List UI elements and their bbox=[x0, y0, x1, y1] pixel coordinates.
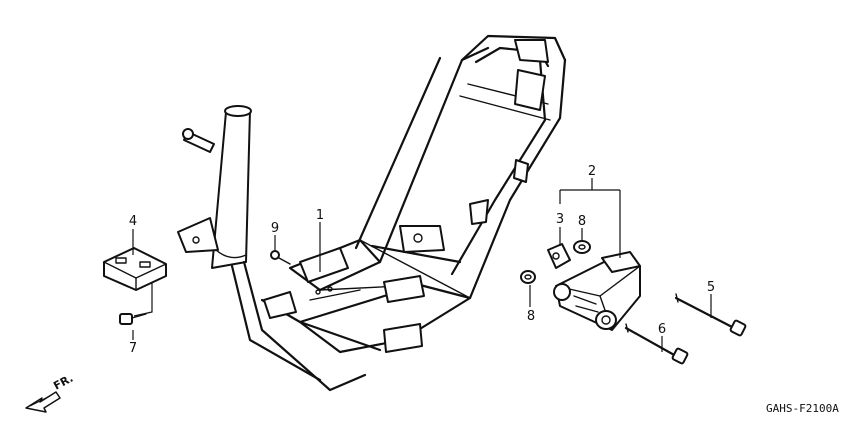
diagram-code: GAHS-F2100A bbox=[766, 402, 839, 415]
front-direction-label: FR. bbox=[51, 372, 75, 393]
nut-part-8-lower bbox=[520, 270, 536, 284]
clip-part-3 bbox=[547, 243, 571, 269]
bracket-plate-part-4 bbox=[103, 247, 167, 291]
bolt-part-7 bbox=[119, 313, 147, 325]
leader-lines bbox=[132, 178, 712, 352]
callout-2: 2 bbox=[588, 164, 596, 179]
callout-8-lower: 8 bbox=[527, 309, 535, 324]
screw-part-9 bbox=[270, 250, 291, 265]
long-bolt-part-6 bbox=[624, 323, 689, 365]
callout-9: 9 bbox=[271, 221, 279, 236]
callout-8-upper: 8 bbox=[578, 214, 586, 229]
callout-3: 3 bbox=[556, 212, 564, 227]
long-bolt-part-5 bbox=[674, 293, 747, 337]
nut-part-8-upper bbox=[573, 240, 591, 254]
callout-6: 6 bbox=[658, 322, 666, 337]
callout-5: 5 bbox=[707, 280, 715, 295]
frame-body bbox=[177, 34, 567, 392]
callout-4: 4 bbox=[129, 214, 137, 229]
callout-1: 1 bbox=[316, 208, 324, 223]
hanger-bracket-part-2 bbox=[553, 251, 641, 331]
callout-7: 7 bbox=[129, 341, 137, 356]
front-direction-arrow-icon bbox=[25, 391, 61, 413]
